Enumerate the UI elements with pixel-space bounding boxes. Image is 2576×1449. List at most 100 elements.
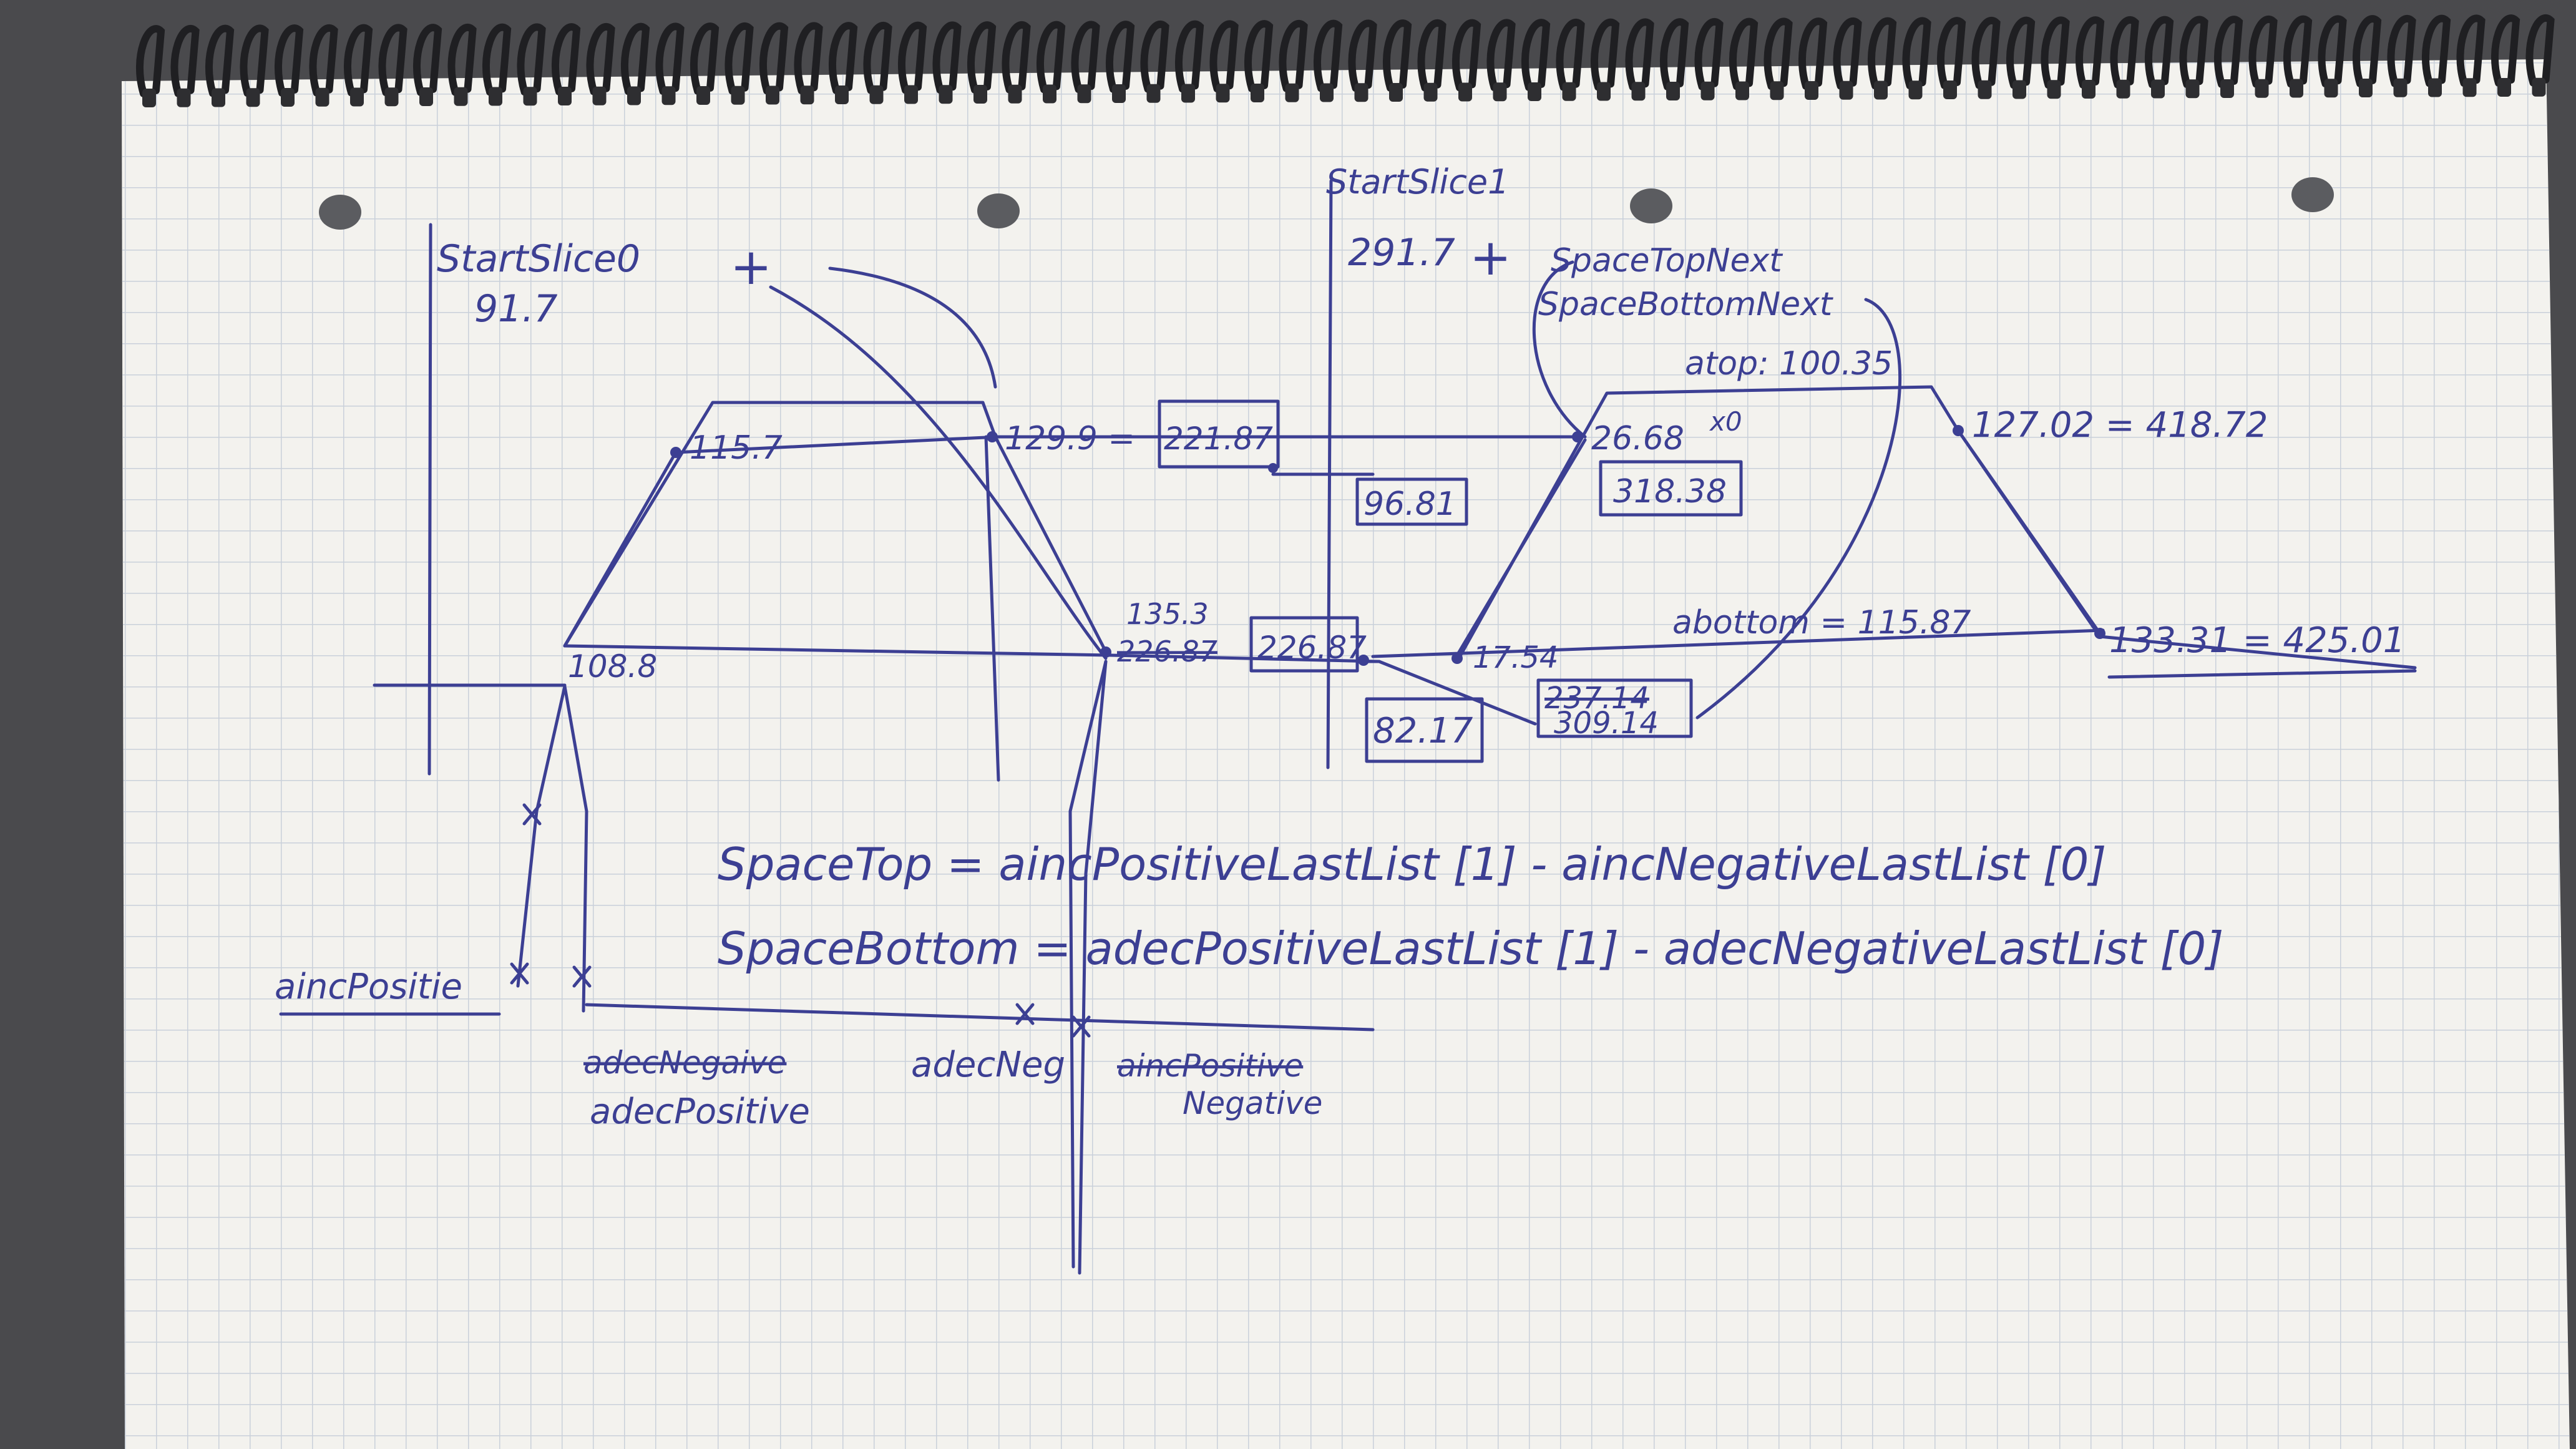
spiral-hole xyxy=(1631,82,1646,101)
spiral-hole xyxy=(1493,82,1507,102)
note-abottom: abottom = 115.87 xyxy=(1672,604,1971,642)
spiral-hole xyxy=(592,86,607,105)
spiral-coil xyxy=(1833,17,1862,90)
spiral-hole xyxy=(1528,82,1541,101)
spiral-hole xyxy=(2185,79,2200,99)
spiral-coil xyxy=(1521,19,1551,91)
spiral-hole xyxy=(1562,82,1576,101)
note-108-8: 108.8 xyxy=(568,648,657,685)
spiral-hole xyxy=(1839,80,1853,100)
spiral-coil xyxy=(2352,15,2382,87)
spiral-hole xyxy=(1666,82,1680,100)
spiral-hole xyxy=(2082,80,2095,99)
note-start-slice-0-value: 91.7 xyxy=(474,287,558,331)
spiral-hole xyxy=(1805,81,1818,100)
spiral-hole xyxy=(1077,84,1091,104)
note-adec-neg: adecNeg xyxy=(911,1045,1065,1085)
spiral-coil xyxy=(309,24,338,97)
spiral-coil xyxy=(724,22,754,95)
spiral-hole xyxy=(1285,83,1299,102)
spiral-hole xyxy=(869,85,884,104)
note-plus-1: + xyxy=(1470,228,1511,286)
spiral-hole xyxy=(1181,84,1195,103)
diag-line-c xyxy=(984,435,1000,782)
note-ainc-positive: aincPositie xyxy=(275,967,462,1007)
spiral-coil xyxy=(2144,16,2174,89)
note-box-221-87: 221.87 xyxy=(1164,421,1273,457)
spiral-binding xyxy=(135,14,2555,107)
spiral-hole xyxy=(696,86,710,105)
spiral-coil xyxy=(1036,21,1066,94)
note-start-slice-0: StartSlice0 xyxy=(437,237,640,281)
spiral-coil xyxy=(274,24,304,97)
spiral-hole xyxy=(315,87,329,107)
spiral-coil xyxy=(1798,17,1828,90)
spiral-hole xyxy=(246,88,260,107)
note-formula-space-bottom: SpaceBottom = adecPositiveLastList [1] -… xyxy=(718,922,2223,975)
box-226-87 xyxy=(1249,616,1359,673)
spiral-hole xyxy=(1874,80,1888,100)
stem-ainc xyxy=(516,685,567,988)
note-127-02: 127.02 = 418.72 xyxy=(1972,405,2268,446)
spiral-coil xyxy=(1002,21,1031,94)
spiral-coil xyxy=(620,22,650,95)
spiral-coil xyxy=(1764,17,1793,90)
spiral-hole xyxy=(1389,83,1403,102)
note-space-bottom-next: SpaceBottomNext xyxy=(1538,286,1833,323)
spiral-hole xyxy=(1423,82,1438,102)
spiral-coil xyxy=(2491,14,2520,87)
note-115-7: 115.7 xyxy=(690,429,783,467)
note-box-318-38: 318.38 xyxy=(1613,473,1727,510)
spiral-coil xyxy=(2387,14,2416,87)
spiral-hole xyxy=(2220,79,2234,98)
x-mark-5 xyxy=(522,803,542,826)
punch-holes xyxy=(319,177,2334,230)
spiral-coil xyxy=(2248,15,2278,88)
note-x0: x0 xyxy=(1709,406,1742,437)
underline-long xyxy=(585,1003,1375,1032)
note-box-309-14: 309.14 xyxy=(1554,706,1659,741)
spiral-coil xyxy=(1313,19,1343,92)
stem-adecneg xyxy=(1068,660,1108,1269)
spiral-coil xyxy=(1659,18,1689,90)
spiral-coil xyxy=(2421,14,2451,87)
plot-points xyxy=(670,425,2105,666)
spiral-hole xyxy=(523,87,537,106)
spiral-coil xyxy=(2318,15,2347,88)
paper-grid xyxy=(122,59,2570,1449)
spiral-hole xyxy=(454,87,468,106)
note-17-54: 17.54 xyxy=(1473,640,1558,675)
diag-line-b xyxy=(828,266,997,389)
spiral-coil xyxy=(482,23,512,96)
spiral-coil xyxy=(897,21,927,94)
spiral-hole xyxy=(212,88,225,107)
note-space-top-next: SpaceTopNext xyxy=(1551,242,1783,280)
spiral-hole xyxy=(731,85,745,105)
spiral-hole xyxy=(1354,83,1368,102)
spiral-hole xyxy=(177,88,191,107)
stem-aincneg xyxy=(1078,660,1108,1275)
spiral-coil xyxy=(1417,19,1447,92)
spiral-coil xyxy=(1694,17,1724,90)
spiral-hole xyxy=(1043,84,1056,104)
spiral-coil xyxy=(240,24,269,97)
spiral-coil xyxy=(1590,18,1620,91)
spiral-hole xyxy=(350,87,364,107)
spiral-coil xyxy=(1729,17,1759,90)
spiral-hole xyxy=(1216,84,1230,103)
spiral-coil xyxy=(2006,16,2036,89)
note-box-237-14-strike: 237.14 xyxy=(1544,681,1649,716)
x-mark-4 xyxy=(1071,1015,1091,1038)
note-plus-0: + xyxy=(730,238,772,296)
note-start-slice-1-value: 291.7 xyxy=(1348,231,1455,275)
spiral-hole xyxy=(2393,78,2408,97)
spiral-hole xyxy=(2012,80,2026,99)
note-negative: Negative xyxy=(1183,1085,1322,1121)
spiral-coil xyxy=(2456,14,2486,87)
spiral-hole xyxy=(558,87,572,105)
box-82-17 xyxy=(1365,697,1484,763)
underline-420 xyxy=(2107,669,2417,679)
spiral-coil xyxy=(2213,16,2243,88)
spiral-hole xyxy=(281,88,295,107)
spiral-coil xyxy=(1867,17,1897,90)
